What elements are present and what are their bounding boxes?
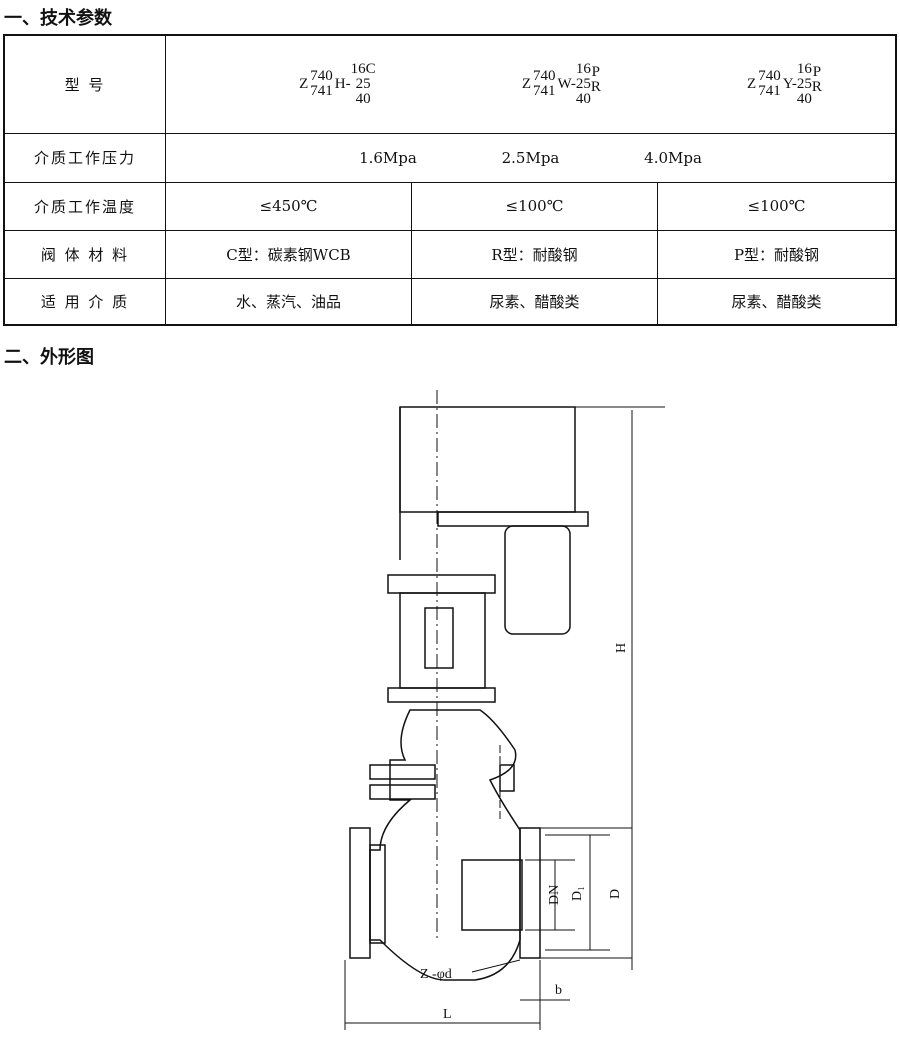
temp-value: ≤100℃ — [411, 181, 658, 231]
temp-value: ≤450℃ — [165, 181, 412, 231]
section-title-outline: 二、外形图 — [4, 347, 94, 368]
dim-D1: D₁ — [570, 886, 585, 901]
series-741: 741 — [532, 83, 556, 100]
medium-value: 尿素、醋酸类 — [657, 277, 897, 326]
section-title-parameters: 一、技术参数 — [4, 8, 112, 29]
pressure-cell: 1.6Mpa 2.5Mpa 4.0Mpa — [165, 132, 897, 183]
dim-H: H — [614, 643, 629, 653]
model-prefix: Z — [521, 75, 531, 92]
material-code-p: P — [591, 64, 600, 81]
series-741: 741 — [310, 83, 333, 100]
dim-DN: DN — [547, 885, 562, 905]
pn-25: 25 — [575, 75, 591, 92]
pressure-value: 1.6Mpa — [359, 148, 417, 167]
series-740: 740 — [310, 68, 333, 85]
material-code-r: R — [590, 79, 601, 96]
material-code-r: R — [811, 79, 822, 96]
material-label: 阀 体 材 料 — [3, 229, 166, 279]
table-row: 阀 体 材 料 C型：碳素钢WCB R型：耐酸钢 P型：耐酸钢 — [3, 229, 897, 279]
medium-value: 水、蒸汽、油品 — [165, 277, 412, 326]
table-row: 介质工作压力 1.6Mpa 2.5Mpa 4.0Mpa — [3, 132, 897, 183]
medium-label: 适 用 介 质 — [3, 277, 166, 326]
material-code-p: P — [812, 64, 822, 81]
pressure-label: 介质工作压力 — [3, 132, 166, 183]
valve-body — [349, 709, 541, 981]
material-value: P型：耐酸钢 — [657, 229, 897, 279]
material-value: R型：耐酸钢 — [411, 229, 658, 279]
pn-40: 40 — [575, 90, 591, 107]
table-row: 适 用 介 质 水、蒸汽、油品 尿素、醋酸类 尿素、醋酸类 — [3, 277, 897, 326]
dim-b: b — [555, 983, 562, 998]
pressure-value: 4.0Mpa — [644, 148, 702, 167]
dim-bolt-holes: Z -φd — [420, 967, 452, 982]
model-seal-code: H- — [334, 75, 351, 92]
pn-25: 25 — [796, 75, 812, 92]
pn-40: 40 — [355, 90, 371, 107]
temp-value: ≤100℃ — [657, 181, 897, 231]
model-seal-code: Y- — [782, 75, 797, 92]
model-seal-code: W- — [557, 75, 576, 92]
temp-label: 介质工作温度 — [3, 181, 166, 231]
pressure-value: 2.5Mpa — [501, 148, 560, 167]
medium-value: 尿素、醋酸类 — [411, 277, 658, 326]
series-741: 741 — [758, 83, 781, 100]
series-740: 740 — [532, 68, 556, 85]
pn-16: 16 — [796, 60, 812, 77]
pn-16: 16C — [350, 60, 376, 77]
dim-L: L — [443, 1007, 452, 1022]
model-prefix: Z — [299, 75, 309, 92]
pn-25: 25 — [355, 75, 371, 92]
series-740: 740 — [758, 68, 781, 85]
dim-D: D — [608, 889, 623, 899]
model-label: 型 号 — [3, 34, 166, 134]
dimension-lines — [344, 410, 633, 1030]
material-value: C型：碳素钢WCB — [165, 229, 412, 279]
pn-40: 40 — [796, 90, 812, 107]
model-prefix: Z — [747, 75, 757, 92]
table-row: 介质工作温度 ≤450℃ ≤100℃ ≤100℃ — [3, 181, 897, 231]
pn-16: 16 — [575, 60, 591, 77]
valve-outline-drawing: H D D₁ DN Z -φd b L — [344, 390, 665, 1030]
actuator-column — [387, 390, 665, 940]
